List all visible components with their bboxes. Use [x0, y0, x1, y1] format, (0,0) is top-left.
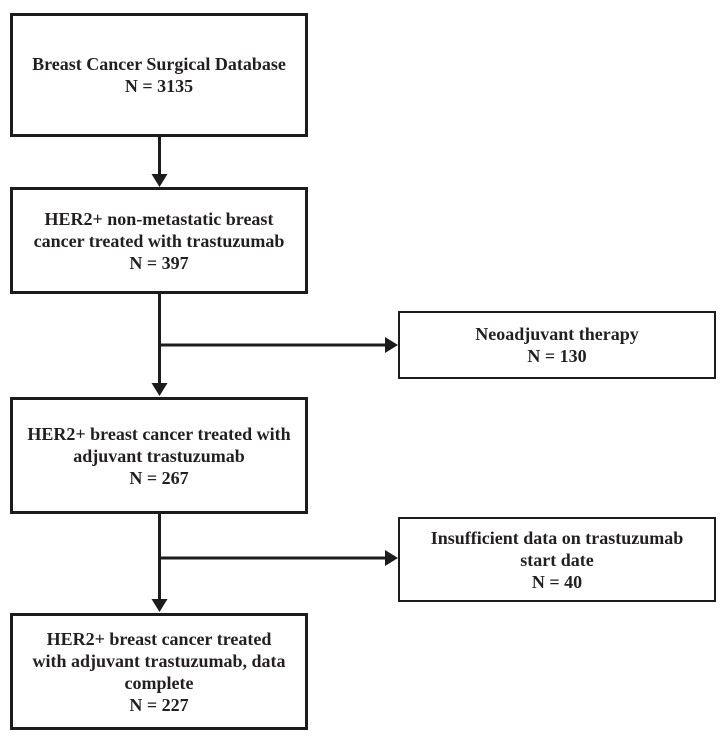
flow-box-insufficient-data: Insufficient data on trastuzumab start d…	[398, 517, 716, 602]
box-count: N = 3135	[124, 76, 194, 96]
flow-box-adjuvant-trastuzumab: HER2+ breast cancer treated with adjuvan…	[10, 397, 308, 514]
box-label: HER2+ non-metastatic breast cancer treat…	[33, 208, 285, 251]
flow-box-surgical-database: Breast Cancer Surgical Database N = 3135	[10, 13, 308, 137]
flow-box-data-complete: HER2+ breast cancer treated with adjuvan…	[10, 613, 308, 730]
arrowhead-right-icon	[385, 550, 398, 566]
box-label: Insufficient data on trastuzumab start d…	[430, 527, 684, 570]
box-count: N = 40	[531, 571, 583, 592]
arrowhead-down-icon	[151, 174, 168, 187]
box-count: N = 130	[527, 346, 587, 366]
box-count: N = 227	[129, 694, 189, 715]
box-label: HER2+ breast cancer treated with adjuvan…	[32, 628, 286, 693]
box-label: HER2+ breast cancer treated with adjuvan…	[27, 423, 291, 466]
flow-box-neoadjuvant-therapy: Neoadjuvant therapy N = 130	[398, 311, 716, 379]
box-count: N = 397	[129, 252, 189, 273]
box-label: Neoadjuvant therapy	[475, 324, 639, 344]
arrowhead-down-icon	[151, 383, 168, 396]
box-count: N = 267	[129, 467, 189, 488]
arrowhead-down-icon	[151, 599, 168, 612]
arrowhead-right-icon	[385, 337, 398, 353]
box-label: Breast Cancer Surgical Database	[32, 54, 286, 74]
flow-box-her2-nonmetastatic: HER2+ non-metastatic breast cancer treat…	[10, 187, 308, 294]
